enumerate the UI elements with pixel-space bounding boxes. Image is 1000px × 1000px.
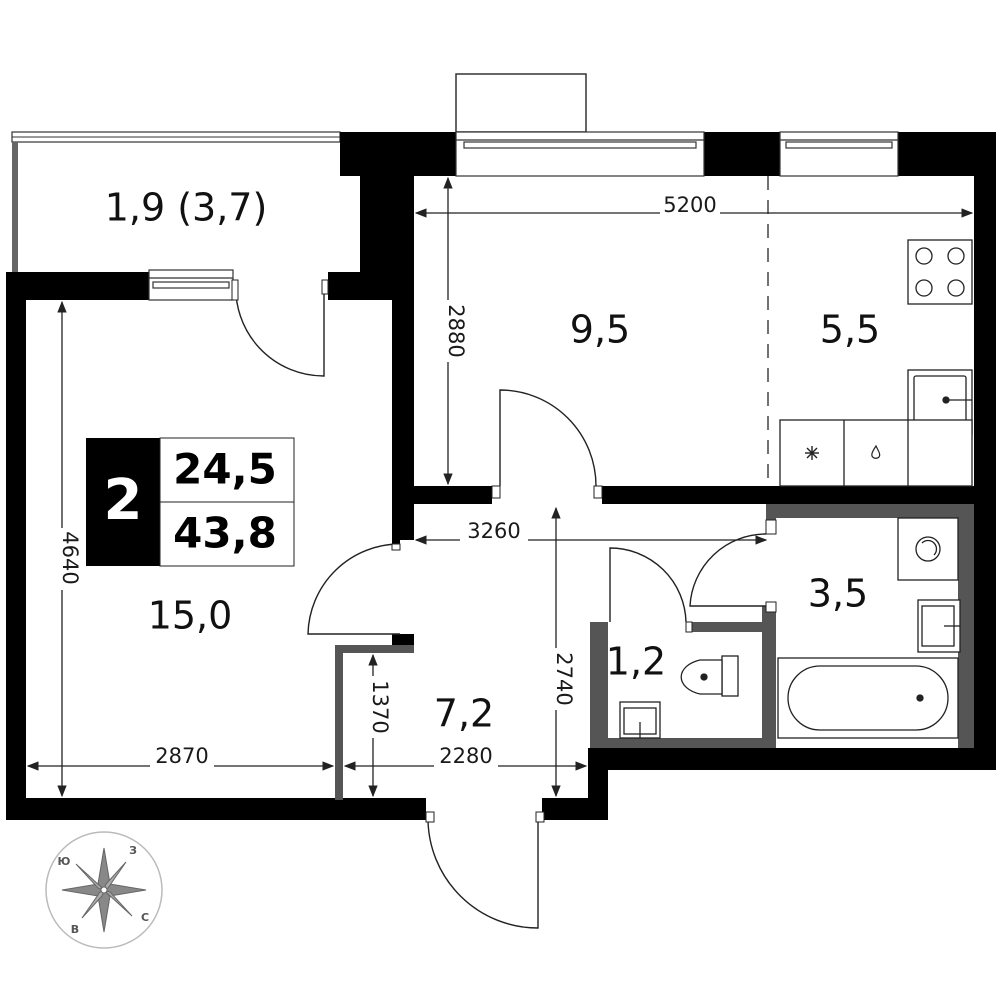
door-jambs [231, 279, 777, 823]
bay-window [455, 73, 587, 133]
doors [235, 281, 767, 929]
dim-corridor-width: 3260 [467, 519, 520, 543]
fridge-icon [805, 446, 819, 460]
washing-machine-icon [897, 517, 959, 581]
compass-north-letter: С [141, 911, 149, 924]
dim-bedroom-height: 4640 [58, 531, 82, 584]
compass-west-letter: З [129, 844, 137, 857]
badge-total-area: 43,8 [173, 509, 277, 558]
compass-south-letter: Ю [58, 855, 71, 868]
room-area-living-room: 9,5 [570, 308, 630, 352]
room-area-hall: 7,2 [434, 692, 494, 736]
bathtub-icon [777, 657, 959, 739]
partitions [335, 504, 974, 800]
room-area-bathroom: 3,5 [808, 572, 868, 616]
dim-top-width: 5200 [663, 193, 716, 217]
dim-living-height: 2880 [444, 304, 468, 357]
badge-rooms-count: 2 [104, 468, 143, 533]
compass-east-letter: В [71, 923, 79, 936]
bath-sink-icon [917, 599, 961, 653]
room-area-bedroom: 15,0 [148, 594, 233, 638]
compass-rose-icon: Ю З В С [45, 831, 163, 949]
toilet-icon [680, 655, 739, 697]
room-area-balcony: 1,9 (3,7) [105, 186, 268, 230]
dim-entry-height: 1370 [368, 680, 392, 733]
room-area-kitchen: 5,5 [820, 308, 880, 352]
room-area-toilet: 1,2 [606, 640, 666, 684]
windows [148, 131, 899, 301]
area-badge: 2 24,5 43,8 [86, 437, 295, 567]
dishwasher-icon [871, 444, 881, 459]
badge-living-area: 24,5 [173, 445, 277, 494]
dim-hall-width: 2280 [439, 744, 492, 768]
dim-hall-height: 2740 [552, 652, 576, 705]
walls [6, 132, 996, 820]
dimension-label-bgs [52, 195, 720, 768]
dim-bedroom-width: 2870 [155, 744, 208, 768]
stove-icon [907, 239, 973, 305]
toilet-sink-icon [619, 701, 661, 739]
